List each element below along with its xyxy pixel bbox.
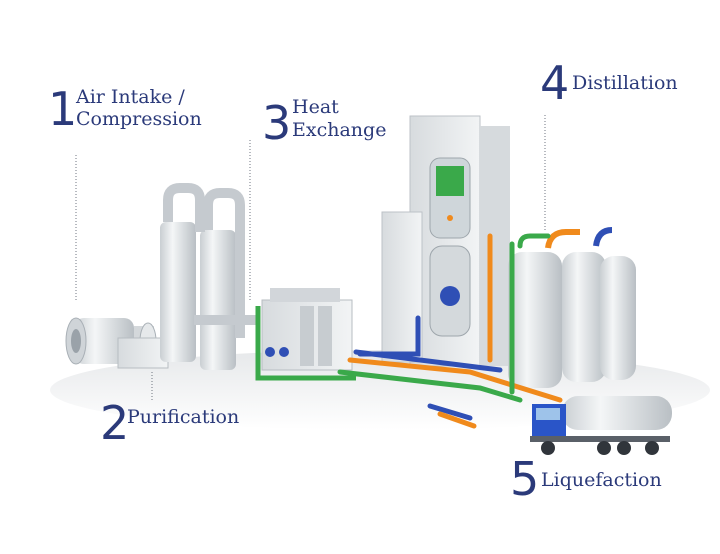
heat-exchanger	[255, 288, 356, 381]
step-1-label-line1: Air Intake /	[76, 86, 185, 108]
step-1-label-line2: Compression	[76, 108, 202, 130]
step-5-number: 5	[510, 452, 540, 506]
step-2-label: Purification	[127, 406, 240, 428]
process-pipes	[337, 233, 563, 429]
step-4-number: 4	[540, 56, 570, 110]
distillation-cold-box	[381, 115, 510, 367]
storage-tanks	[508, 227, 636, 388]
step-3-label-line1: Heat	[292, 96, 339, 118]
step-1-number: 1	[48, 82, 78, 136]
step-2-number: 2	[100, 396, 130, 450]
step-4-label: Distillation	[572, 72, 678, 94]
step-3-label-line2: Exchange	[292, 119, 387, 141]
step-3-number: 3	[262, 96, 292, 150]
adsorber-columns	[160, 183, 260, 370]
tanker-truck	[530, 396, 672, 455]
step-5-label: Liquefaction	[541, 469, 662, 491]
